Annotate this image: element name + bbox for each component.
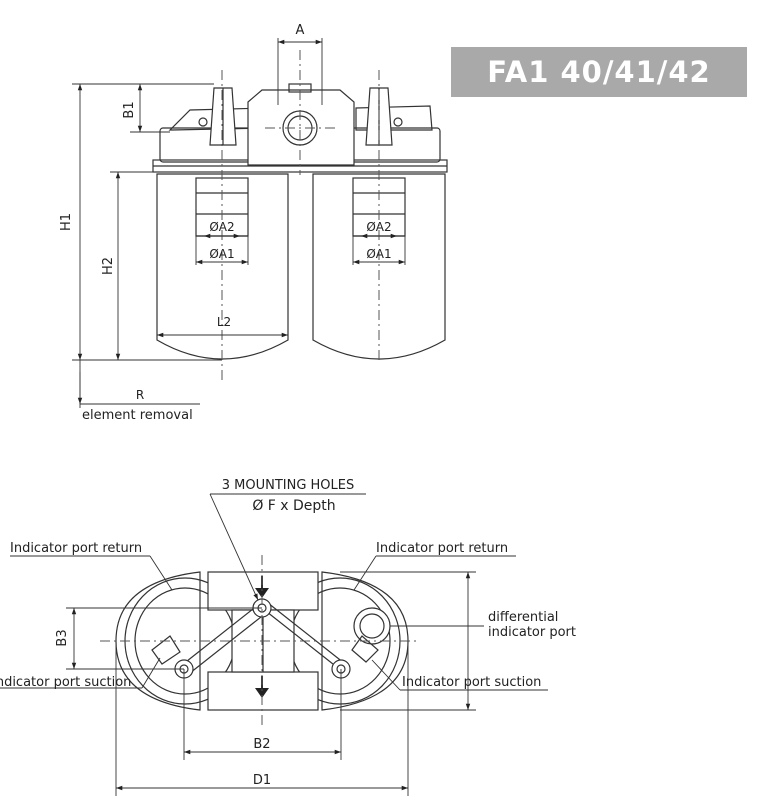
dim-b2-label: B2 [253, 737, 270, 752]
title-text: FA1 40/41/42 [487, 55, 711, 89]
indicator-return-left-label: Indicator port return [10, 541, 142, 556]
side-view: A B1 H1 H2 ØA2 ØA1 ØA2 ØA1 L2 R element … [59, 23, 448, 423]
indicator-suction-right-label: Indicator port suction [402, 675, 541, 690]
dim-b3-label: B3 [55, 629, 70, 646]
top-centerlines [100, 555, 420, 725]
dim-a1-left-label: ØA1 [209, 247, 234, 261]
dim-l2-label: L2 [217, 315, 231, 329]
dim-d1-label: D1 [253, 773, 271, 788]
hole-spec-label: Ø F x Depth [252, 498, 335, 514]
differential-label-line1: differential [488, 610, 558, 625]
indicator-return-right-label: Indicator port return [376, 541, 508, 556]
dim-a2-right-label: ØA2 [366, 220, 391, 234]
side-dimensions [72, 38, 406, 408]
dim-a1-right-label: ØA1 [366, 247, 391, 261]
top-view: 3 MOUNTING HOLES Ø F x Depth Indicator p… [0, 478, 576, 796]
top-dimensions [0, 493, 548, 796]
title-badge: FA1 40/41/42 [451, 47, 747, 97]
side-centerlines [221, 50, 380, 380]
dim-h1-label: H1 [59, 213, 74, 231]
indicator-suction-left-label: Indicator port suction [0, 675, 131, 690]
dim-a2-left-label: ØA2 [209, 220, 234, 234]
dim-h2-label: H2 [101, 257, 116, 275]
dim-b1-label: B1 [122, 101, 137, 118]
dim-r-label: R [136, 388, 144, 402]
element-removal-label: element removal [82, 408, 193, 423]
dim-a-label: A [296, 23, 305, 38]
differential-label-line2: indicator port [488, 625, 576, 640]
mounting-holes-label: 3 MOUNTING HOLES [222, 478, 355, 493]
